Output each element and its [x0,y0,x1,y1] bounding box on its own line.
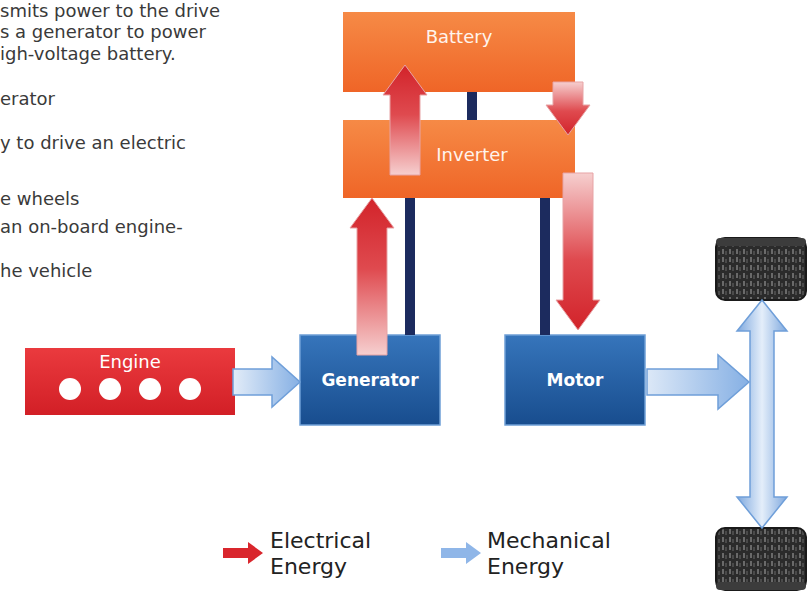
note-text: erator [0,88,55,110]
box-label: Engine [99,351,161,373]
process-box: Engine [25,348,235,415]
box-label: Battery [426,26,493,48]
legend-text: Mechanical Energy [487,528,635,580]
energy-arrow [556,173,600,330]
box-fill [343,12,575,92]
process-box: Battery [343,12,575,92]
box-label: Motor [547,369,604,391]
process-box: Motor [505,335,645,425]
tire [716,238,806,300]
tire [716,528,806,590]
energy-arrow [233,357,300,407]
legend-swatch [440,541,482,565]
note-text: smits power to the drive [0,0,220,22]
note-text: igh-voltage battery. [0,43,176,65]
link-bar [467,92,477,120]
link-bar [405,198,415,335]
box-fill [25,348,235,415]
note-text: e wheels [0,188,79,210]
note-text: an on-board engine- [0,216,183,238]
link-bar [540,198,550,335]
note-text: s a generator to power [0,21,206,43]
note-text: he vehicle [0,260,92,282]
box-label: Generator [321,369,418,391]
legend-text: Electrical Energy [270,528,402,580]
energy-arrow [350,198,394,355]
drive-arrow [647,355,749,409]
cylinder-dots [25,375,235,405]
energy-arrow [383,65,427,175]
process-box: Inverter [343,120,575,198]
energy-arrow [546,82,590,135]
process-box: Generator [300,335,440,425]
box-fill [505,335,645,425]
box-fill [343,120,575,198]
box-label: Inverter [436,144,507,166]
legend-swatch [222,541,264,565]
axle-arrow [737,300,787,528]
note-text: y to drive an electric [0,132,186,154]
